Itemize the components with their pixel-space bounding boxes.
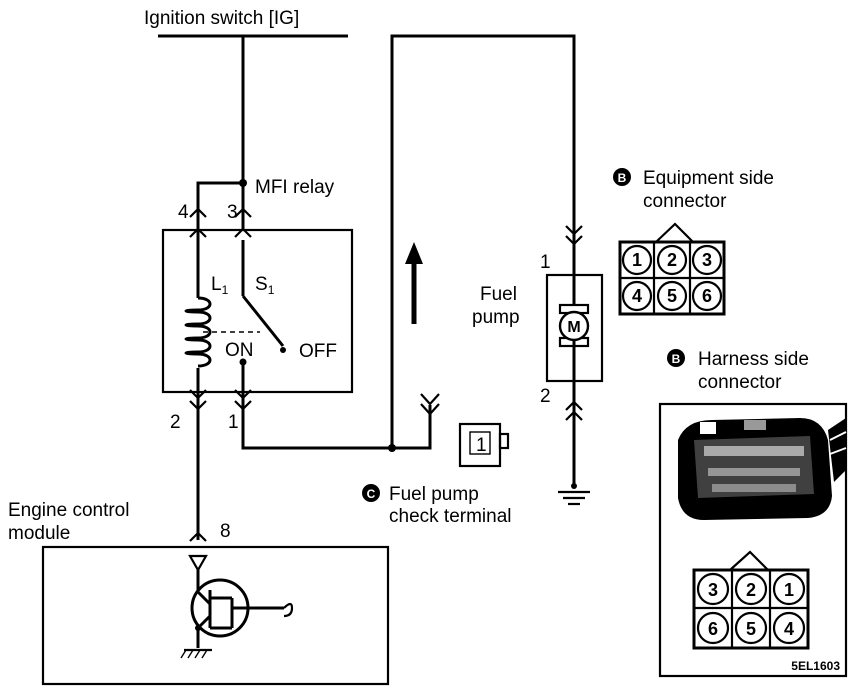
switch-on-contact (239, 358, 247, 366)
fuel-pump-label: Fuel (480, 284, 517, 305)
equipment-connector-face (618, 222, 726, 316)
marker-b-harness (667, 349, 685, 367)
ecm-box (41, 545, 390, 686)
ecm-transistor-symbol (188, 554, 294, 648)
equipment-pin: 2 (667, 250, 677, 270)
check-connector-chevron (420, 393, 440, 406)
fuel-pump-label: pump (472, 307, 520, 328)
ecm-pin-8: 8 (220, 521, 231, 542)
mfi-relay-label: MFI relay (255, 177, 335, 198)
motor-letter: M (567, 319, 580, 336)
junction-dot (239, 179, 247, 187)
pump-pin-1: 1 (540, 252, 551, 273)
relay-pin-4: 4 (178, 202, 189, 223)
harness-connector-pins: 3 2 1 6 5 4 (696, 572, 806, 645)
equipment-connector-label: connector (643, 191, 727, 212)
ecm-ground-icon (180, 648, 212, 659)
harness-pin: 5 (746, 619, 756, 639)
harness-connector-label: Harness side (698, 349, 809, 370)
switch-off-label: OFF (299, 341, 337, 362)
harness-plug-illustration (678, 418, 847, 520)
check-connector-chevron (420, 403, 440, 416)
relay-pin-3: 3 (227, 202, 238, 223)
switch-label: S1 (255, 274, 275, 297)
harness-pin: 6 (708, 619, 718, 639)
coil-label: L1 (211, 274, 229, 297)
marker-b-letter: B (618, 171, 627, 185)
check-terminal-symbol (458, 422, 510, 468)
relay-pin-2: 2 (170, 412, 181, 433)
current-flow-arrow (405, 242, 423, 324)
ecm-label: module (8, 523, 70, 544)
fuel-pump-box (545, 273, 604, 383)
harness-pin: 2 (746, 580, 756, 600)
pump-connector-chevrons (565, 225, 583, 421)
harness-connector-label: connector (698, 372, 782, 393)
ecm-label: Engine control (8, 500, 129, 521)
junction-dot (388, 444, 396, 452)
equipment-pin: 3 (702, 250, 712, 270)
mfi-relay-box (161, 228, 354, 394)
marker-c-letter: C (367, 487, 376, 501)
check-terminal-label: check terminal (389, 506, 512, 527)
harness-pin: 1 (784, 580, 794, 600)
relay-coil (184, 296, 212, 368)
check-terminal-pin: 1 (476, 435, 487, 456)
harness-pin: 3 (708, 580, 718, 600)
switch-on-label: ON (225, 340, 254, 361)
equipment-pin: 1 (632, 250, 642, 270)
harness-pin: 4 (784, 619, 794, 639)
relay-pin-1: 1 (228, 412, 239, 433)
marker-c-badge (362, 484, 380, 502)
harness-connector-face (692, 550, 810, 650)
pump-pin-2: 2 (540, 386, 551, 407)
reference-code: 5EL1603 (791, 659, 840, 673)
switch-arm (241, 295, 285, 347)
equipment-connector-pins: 1 2 3 4 5 6 (621, 244, 723, 312)
marker-b-letter: B (672, 352, 681, 366)
ecm-connector-chevron (189, 531, 207, 542)
equipment-connector-label: Equipment side (643, 168, 774, 189)
switch-off-contact (280, 347, 286, 353)
relay-connector-chevrons (189, 207, 252, 411)
equipment-pin: 4 (632, 286, 642, 306)
ignition-switch-label: Ignition switch [IG] (144, 8, 299, 29)
harness-connector-panel (658, 402, 848, 678)
check-terminal-label: Fuel pump (389, 484, 479, 505)
equipment-pin: 5 (667, 286, 677, 306)
equipment-pin: 6 (702, 286, 712, 306)
ground-icon (558, 483, 590, 506)
marker-b-equipment (613, 168, 631, 186)
motor-symbol (558, 310, 590, 342)
